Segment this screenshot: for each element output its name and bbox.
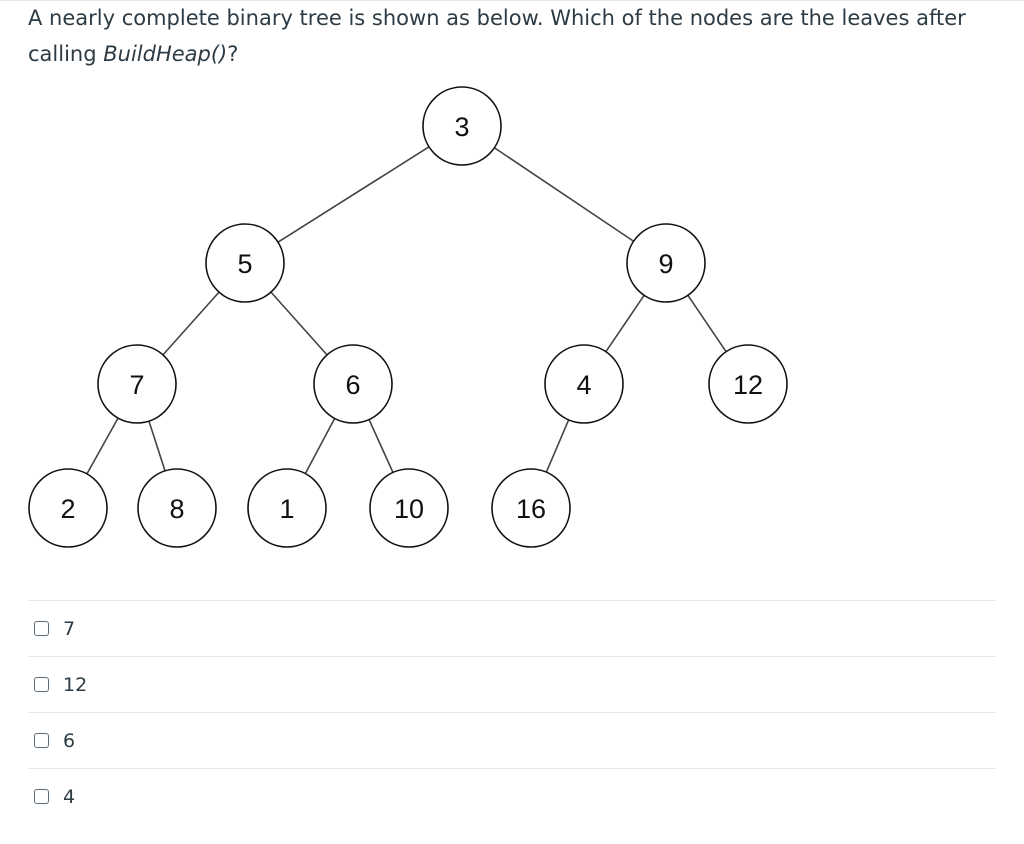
tree-node-circle-4 xyxy=(544,344,624,424)
answer-label-4: 4 xyxy=(63,785,76,808)
question-text-end: ? xyxy=(227,42,239,66)
tree-node-circle-12 xyxy=(708,344,788,424)
tree-node-circle-16 xyxy=(491,468,571,548)
answer-checkbox-4[interactable] xyxy=(34,789,49,804)
top-divider xyxy=(0,0,1024,1)
tree-edge-3-9 xyxy=(493,147,635,242)
tree-node-circle-10 xyxy=(369,468,449,548)
tree-edge-5-7 xyxy=(162,291,220,356)
tree-node-5: 5 xyxy=(205,223,285,303)
tree-node-circle-7 xyxy=(97,344,177,424)
tree-node-label-1: 1 xyxy=(279,494,294,524)
answer-label-2: 12 xyxy=(63,673,88,696)
answer-option-2[interactable]: 12 xyxy=(28,656,996,712)
tree-node-4: 4 xyxy=(544,344,624,424)
question-text-main: A nearly complete binary tree is shown a… xyxy=(28,6,966,66)
tree-node-circle-1 xyxy=(247,468,327,548)
answer-checkbox-2[interactable] xyxy=(34,677,49,692)
tree-node-circle-3 xyxy=(422,86,502,166)
binary-tree-diagram: 3 5 9 7 6 4 12 2 8 1 10 16 xyxy=(28,86,788,548)
tree-edges xyxy=(86,146,727,475)
tree-node-1: 1 xyxy=(247,468,327,548)
tree-node-label-5: 5 xyxy=(237,249,252,279)
tree-node-16: 16 xyxy=(491,468,571,548)
question-text: A nearly complete binary tree is shown a… xyxy=(28,0,988,72)
answer-checkbox-1[interactable] xyxy=(34,621,49,636)
tree-node-label-7: 7 xyxy=(129,370,144,400)
tree-node-label-4: 4 xyxy=(576,370,591,400)
tree-edge-7-8 xyxy=(148,420,166,472)
tree-node-circle-6 xyxy=(313,344,393,424)
answer-option-4[interactable]: 4 xyxy=(28,768,996,824)
tree-node-9: 9 xyxy=(626,223,706,303)
tree-edge-9-4 xyxy=(605,294,645,353)
tree-edge-6-1 xyxy=(304,418,336,474)
tree-edge-5-6 xyxy=(270,291,328,356)
tree-node-label-3: 3 xyxy=(454,112,469,142)
tree-node-8: 8 xyxy=(137,468,217,548)
tree-edge-6-10 xyxy=(368,419,394,473)
tree-node-2: 2 xyxy=(28,468,108,548)
tree-node-label-12: 12 xyxy=(733,370,763,400)
question-function-name: BuildHeap() xyxy=(103,42,228,66)
tree-edge-7-2 xyxy=(86,417,119,475)
tree-node-label-2: 2 xyxy=(60,494,75,524)
tree-node-6: 6 xyxy=(313,344,393,424)
answer-label-3: 6 xyxy=(63,729,76,752)
answer-option-1[interactable]: 7 xyxy=(28,600,996,656)
tree-node-circle-9 xyxy=(626,223,706,303)
answer-label-1: 7 xyxy=(63,617,76,640)
tree-node-12: 12 xyxy=(708,344,788,424)
answer-option-3[interactable]: 6 xyxy=(28,712,996,768)
tree-node-circle-8 xyxy=(137,468,217,548)
tree-edge-9-12 xyxy=(687,294,727,353)
tree-node-label-9: 9 xyxy=(658,249,673,279)
tree-node-10: 10 xyxy=(369,468,449,548)
tree-node-7: 7 xyxy=(97,344,177,424)
tree-node-label-16: 16 xyxy=(516,494,546,524)
tree-edge-4-16 xyxy=(545,419,570,473)
tree-node-label-10: 10 xyxy=(394,494,424,524)
tree-node-circle-2 xyxy=(28,468,108,548)
tree-edge-3-5 xyxy=(277,146,430,243)
tree-node-label-6: 6 xyxy=(345,370,360,400)
tree-node-circle-5 xyxy=(205,223,285,303)
tree-node-3: 3 xyxy=(422,86,502,166)
tree-nodes: 3 5 9 7 6 4 12 2 8 1 10 16 xyxy=(28,86,788,548)
tree-node-label-8: 8 xyxy=(169,494,184,524)
answer-options: 7 12 6 4 xyxy=(28,600,996,824)
answer-checkbox-3[interactable] xyxy=(34,733,49,748)
